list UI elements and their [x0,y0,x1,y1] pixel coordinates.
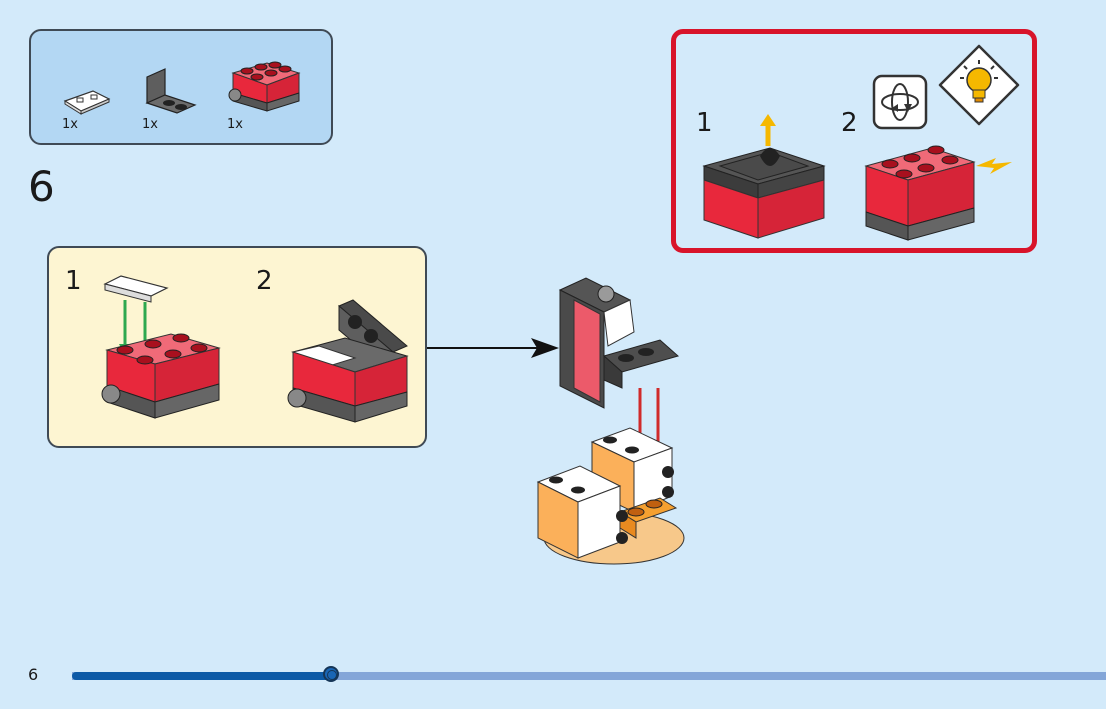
sub-step-label: 2 [256,266,273,296]
tip-step-label: 2 [841,108,858,138]
sub-step-1-illustration [101,275,221,419]
part-white-tile-image [63,90,111,115]
progress-fill [72,672,331,680]
part-quantity: 1x [62,117,78,132]
progress-knob[interactable] [323,666,339,682]
step-number: 6 [28,162,55,211]
sub-step-label: 1 [65,266,82,296]
part-bracket-image [145,68,197,114]
part-quantity: 1x [142,117,158,132]
tip-step-1-illustration [702,114,826,239]
lightbulb-icon [938,44,1020,126]
parts-list-panel: 1x 1x 1x [29,29,333,145]
tip-step-label: 1 [696,108,713,138]
page-number: 6 [28,665,39,684]
sub-step-2-illustration [287,299,409,423]
tip-panel: 1 2 [671,29,1037,253]
part-quantity: 1x [227,117,243,132]
sub-assembly-panel: 1 2 [47,246,427,448]
main-assembly-illustration [536,277,685,565]
assembly-arrow [427,338,559,358]
progress-track [72,672,1106,680]
rotate-icon [872,74,928,130]
tip-step-2-illustration [864,145,1012,241]
part-light-brick-image [228,61,301,112]
